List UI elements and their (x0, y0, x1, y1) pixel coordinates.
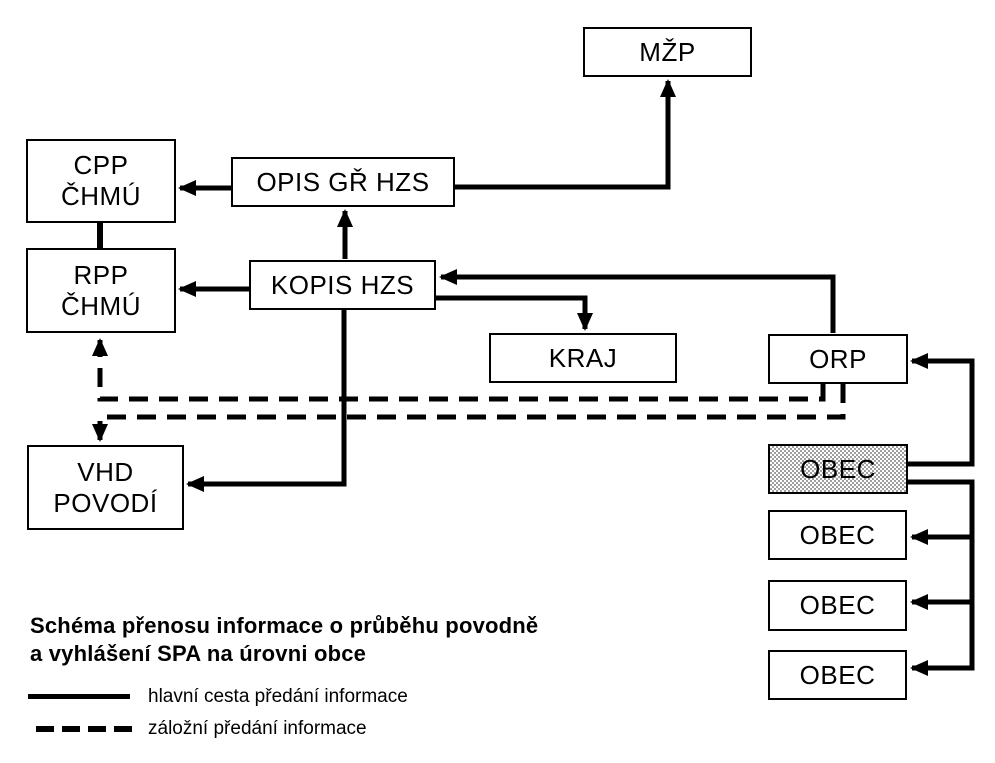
node-label: RPP (73, 259, 129, 290)
node-orp: ORP (768, 334, 908, 384)
connector-orp-to-vhd-backup (92, 384, 846, 442)
node-kraj: KRAJ (489, 333, 677, 383)
node-label: ČHMÚ (61, 181, 141, 211)
node-label: ORP (809, 343, 867, 374)
node-label: VHD (77, 456, 134, 487)
node-rpp-chmu: RPP ČHMÚ (26, 248, 176, 333)
node-mzp: MŽP (583, 27, 752, 77)
diagram-title: Schéma přenosu informace o průběhu povod… (30, 612, 538, 668)
legend-dashed-line-sample (36, 726, 134, 732)
node-cpp-chmu: CPP ČHMÚ (26, 139, 176, 223)
node-label: CPP (73, 150, 129, 180)
connector-kopis-to-vhd (186, 310, 347, 492)
legend-solid-label: hlavní cesta předání informace (148, 686, 408, 707)
node-label: OBEC (799, 519, 876, 550)
node-obec-4: OBEC (768, 650, 907, 700)
node-obec-3: OBEC (768, 580, 907, 631)
node-label: ČHMÚ (61, 290, 141, 321)
node-label: OPIS GŘ HZS (256, 166, 430, 197)
legend-dashed-label: záložní předání informace (148, 718, 367, 739)
connector-orp-to-rpp-backup (92, 338, 826, 402)
node-label: OBEC (799, 590, 876, 620)
node-label: POVODÍ (53, 487, 158, 518)
node-label: KOPIS HZS (270, 269, 415, 300)
connector-opis-to-mzp (455, 79, 676, 190)
connector-orp-to-kopis (439, 269, 836, 333)
node-vhd-povodi: VHD POVODÍ (27, 445, 184, 530)
connector-kopis-to-kraj (436, 295, 593, 331)
diagram-title-line2: a vyhlášení SPA na úrovni obce (30, 641, 367, 666)
node-kopis-hzs: KOPIS HZS (249, 260, 436, 310)
node-label: MŽP (639, 36, 696, 67)
node-label: OBEC (799, 659, 876, 690)
connector-obec1-to-orp (908, 353, 975, 467)
connector-obec1-to-obec4-bus (908, 479, 975, 676)
node-obec-affected: OBEC (768, 444, 908, 494)
node-obec-2: OBEC (768, 510, 907, 560)
legend-solid-line-sample (28, 694, 130, 699)
node-opis-gr-hzs: OPIS GŘ HZS (231, 157, 455, 207)
diagram-title-line1: Schéma přenosu informace o průběhu povod… (30, 613, 539, 638)
node-label: KRAJ (548, 342, 618, 373)
node-label: OBEC (800, 453, 876, 484)
